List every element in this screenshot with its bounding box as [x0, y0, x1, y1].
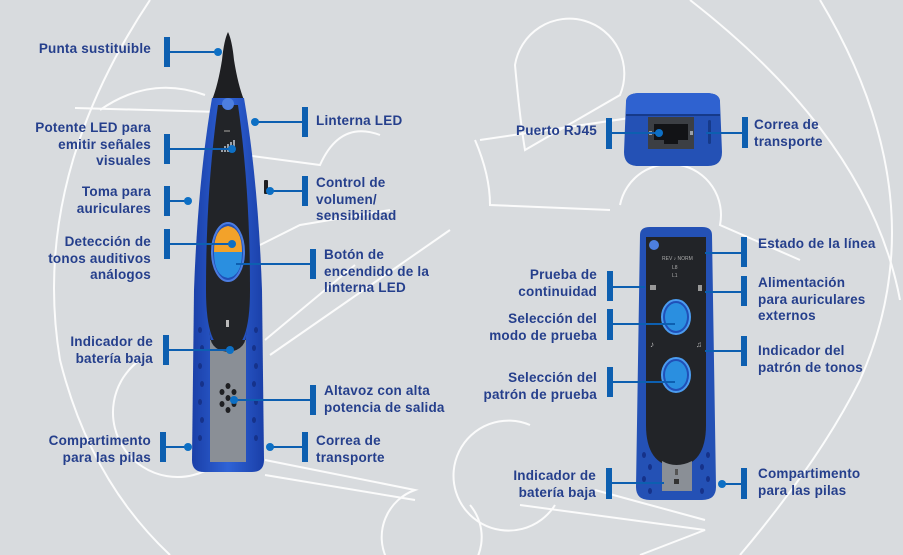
callout-line	[270, 190, 302, 192]
callout-line	[169, 349, 231, 351]
label-alimentacion-auriculares: Alimentación para auriculares externos	[758, 275, 866, 323]
callout-bar	[302, 176, 308, 206]
label-toma-auriculares: Toma para auriculares	[76, 184, 151, 216]
callout-dot	[228, 145, 236, 153]
label-seleccion-modo: Selección del modo de prueba	[489, 311, 597, 343]
callout-line	[170, 200, 188, 202]
label-bateria-baja: Indicador de batería baja	[70, 334, 153, 366]
callout-line	[706, 132, 742, 134]
label-deteccion-tonos: Detección de tonos auditivos análogos	[48, 234, 151, 282]
callout-bar	[164, 186, 170, 216]
label-estado-linea: Estado de la línea	[758, 236, 876, 251]
callout-bar	[164, 134, 170, 164]
tone-generator: REV ♪ NORM L8 L1 ♪ ♫	[632, 225, 720, 502]
callout-line	[612, 482, 664, 484]
tone-generator-illustration: REV ♪ NORM L8 L1 ♪ ♫	[636, 227, 716, 500]
label-punta-sustituible: Punta sustituible	[38, 41, 151, 56]
callout-dot	[718, 480, 726, 488]
callout-bar	[164, 229, 170, 259]
callout-dot	[230, 396, 238, 404]
callout-dot	[266, 187, 274, 195]
callout-line	[722, 483, 741, 485]
callout-bar	[606, 468, 612, 499]
callout-bar	[607, 271, 613, 301]
rj45-remote	[620, 90, 726, 170]
svg-text:REV ♪ NORM: REV ♪ NORM	[662, 256, 693, 262]
callout-line	[612, 132, 658, 134]
callout-bar	[164, 37, 170, 67]
label-seleccion-patron: Selección del patrón de prueba	[483, 370, 597, 402]
callout-dot	[184, 197, 192, 205]
label-indicador-patron-tonos: Indicador del patrón de tonos	[758, 343, 863, 375]
label-compartimento-pilas: Compartimento para las pilas	[48, 433, 151, 465]
callout-bar	[302, 432, 308, 462]
label-compartimento-pilas-generator: Compartimento para las pilas	[758, 466, 861, 498]
label-bateria-baja-generator: Indicador de batería baja	[513, 468, 596, 500]
svg-text:♫: ♫	[696, 340, 702, 349]
callout-dot	[214, 48, 222, 56]
callout-line	[270, 446, 302, 448]
label-altavoz: Altavoz con alta potencia de salida	[324, 383, 445, 415]
callout-line	[705, 291, 741, 293]
callout-dot	[184, 443, 192, 451]
callout-bar	[302, 107, 308, 137]
callout-line	[613, 286, 645, 288]
callout-dot	[251, 118, 259, 126]
callout-line	[234, 399, 310, 401]
callout-line	[166, 446, 186, 448]
callout-bar	[310, 249, 316, 279]
callout-bar	[607, 309, 613, 340]
svg-text:♪: ♪	[650, 340, 654, 349]
callout-line	[236, 263, 310, 265]
callout-line	[256, 121, 302, 123]
callout-line	[613, 323, 675, 325]
callout-dot	[226, 346, 234, 354]
svg-text:L8: L8	[672, 265, 678, 271]
callout-bar	[741, 468, 747, 499]
callout-bar	[607, 367, 613, 397]
callout-line	[170, 148, 232, 150]
callout-bar	[742, 117, 748, 148]
label-puerto-rj45: Puerto RJ45	[516, 123, 597, 138]
label-prueba-continuidad: Prueba de continuidad	[518, 267, 597, 299]
callout-line	[613, 381, 675, 383]
callout-dot	[228, 240, 236, 248]
svg-text:L1: L1	[672, 273, 678, 279]
label-correa-transporte: Correa de transporte	[316, 433, 385, 465]
label-led-potente: Potente LED para emitir señales visuales	[35, 120, 151, 168]
rj45-remote-illustration	[624, 93, 722, 166]
callout-bar	[160, 432, 166, 462]
callout-line	[705, 350, 741, 352]
callout-bar	[741, 276, 747, 306]
callout-bar	[741, 237, 747, 267]
callout-bar	[310, 385, 316, 415]
label-correa-transporte-remote: Correa de transporte	[754, 117, 823, 149]
tone-probe	[188, 30, 268, 475]
label-control-volumen: Control de volumen/ sensibilidad	[316, 175, 397, 223]
callout-bar	[163, 335, 169, 365]
callout-dot	[266, 443, 274, 451]
tone-probe-illustration	[192, 32, 268, 472]
callout-line	[170, 51, 216, 53]
label-boton-encendido: Botón de encendido de la linterna LED	[324, 247, 430, 295]
callout-bar	[606, 118, 612, 149]
label-linterna-led: Linterna LED	[316, 113, 403, 128]
callout-bar	[741, 336, 747, 366]
callout-line	[705, 252, 741, 254]
callout-line	[170, 243, 230, 245]
callout-dot	[655, 129, 663, 137]
